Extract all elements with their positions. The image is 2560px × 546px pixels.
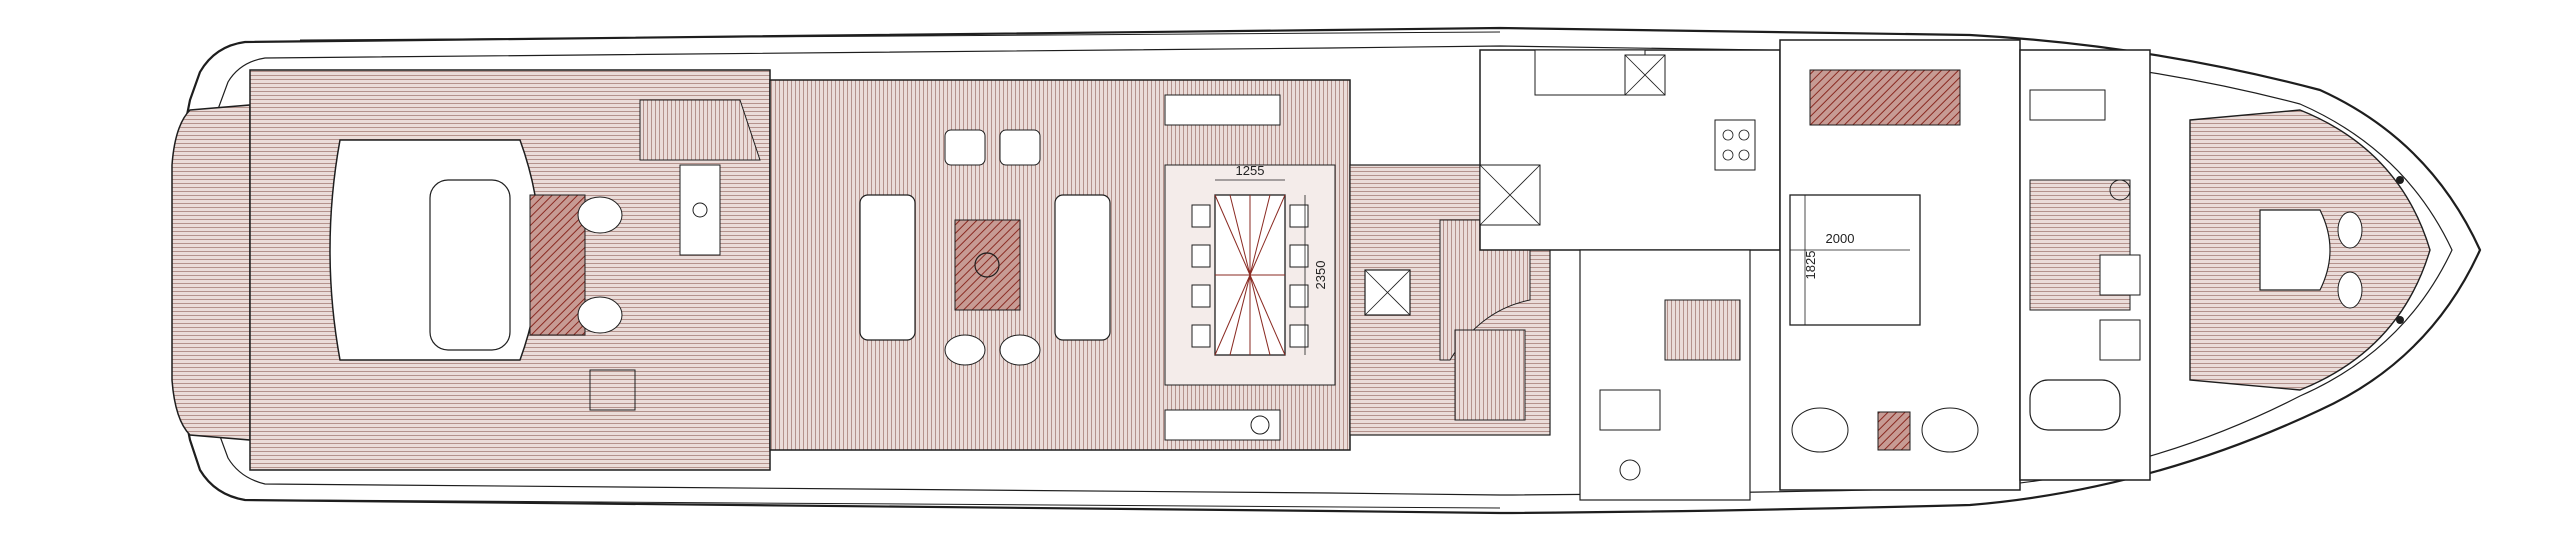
utility-room [1579,249,1751,501]
vip-lounge-table [1877,411,1911,451]
vip-lounge-chair-1 [1791,407,1849,453]
dining-area: 1255 2350 [1164,94,1336,441]
foredeck-chair-1 [2337,211,2363,249]
deck-railings [299,31,1501,509]
bath-cabinet [2029,89,2106,121]
foredeck [2189,109,2431,391]
pouf-1 [944,334,986,366]
spiral-stair [1439,219,1531,361]
sofa-starboard [1054,194,1111,341]
pouf-2 [999,334,1041,366]
dim-table-width: 1255 [1236,163,1265,178]
sink-icon [692,202,708,218]
table-inlay [1214,194,1286,356]
aft-cockpit [249,69,771,471]
foredeck-seat [2259,209,2331,291]
bathtub [2029,379,2121,431]
bath-vanity-2 [2099,319,2141,361]
armchair-1 [944,129,986,166]
dim-bed-width: 1825 [1803,251,1818,280]
hatch-panel [589,369,636,411]
armchair-2 [999,129,1041,166]
hob-burner-3 [1722,149,1734,161]
lazarette-hatch [1599,389,1661,431]
vip-lounge-chair-2 [1921,407,1979,453]
vip-bed [1789,194,1921,326]
dining-chairs [1191,204,1309,348]
vip-desk [1809,69,1961,126]
hob-burner-2 [1738,129,1750,141]
cleat-icon-2 [2396,316,2404,324]
toilet-icon [1619,459,1641,481]
foredeck-chair-2 [2337,271,2363,309]
sideboard-starboard [1164,409,1281,441]
table-icon [974,252,1000,278]
bath-vanity-1 [2099,254,2141,296]
forward-head [2019,49,2151,481]
galley [1479,49,1781,251]
utility-stair [1664,299,1741,361]
aft-chair-1 [577,196,623,234]
sideboard-port [1164,94,1281,126]
vip-cabin: 2000 1825 [1779,39,2021,491]
hob-burner-4 [1738,149,1750,161]
hob-burner-1 [1722,129,1734,141]
sunpad-accent-cushion [529,194,586,336]
sunpad-cushion [429,179,511,351]
wet-bar [679,164,721,256]
lower-stair [1454,329,1526,421]
cleat-icon [2396,176,2404,184]
planter-icon [1250,415,1270,435]
galley-hob [1714,119,1756,171]
dim-bed-length: 2000 [1826,231,1855,246]
toilet-icon-2 [2109,179,2131,201]
dim-table-length: 2350 [1313,261,1328,290]
swim-platform-outline [171,104,251,441]
utility-floor [1579,249,1751,501]
salon-staircase [639,99,761,161]
lobby [1349,164,1551,436]
sofa-port [859,194,916,341]
aft-chair-2 [577,296,623,334]
coffee-table [954,219,1021,311]
